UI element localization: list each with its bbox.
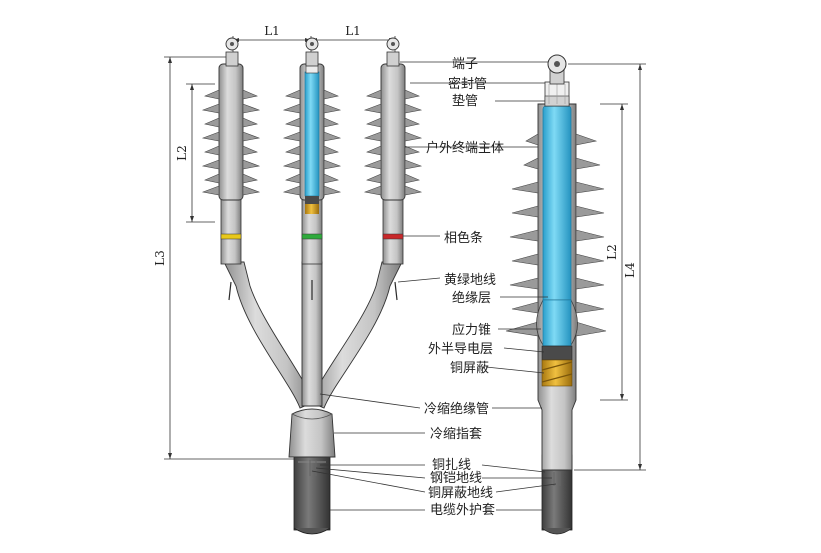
phase-center-termination: [282, 37, 342, 265]
dimension-l1-left: L1: [232, 24, 312, 52]
label-outdoor-body: 户外终端主体: [426, 140, 504, 156]
label-cold-shrink-tube: 冷缩绝缘管: [424, 401, 489, 417]
l2-right-label: L2: [605, 244, 619, 260]
l1-right-label: L1: [345, 24, 361, 38]
phase-left-termination: [201, 37, 261, 265]
label-outer-semicon: 外半导电层: [428, 342, 493, 357]
label-stress-cone: 应力锥: [452, 322, 491, 338]
sheds-right: [363, 89, 423, 196]
label-cable-jacket: 电缆外护套: [430, 502, 495, 518]
sheds-center: [282, 89, 342, 196]
label-phase-strip: 相色条: [444, 230, 483, 246]
label-insulation-layer: 绝缘层: [452, 290, 491, 306]
phase-right-termination: [363, 37, 423, 265]
label-terminal: 端子: [452, 57, 478, 72]
l4-label: L4: [623, 262, 637, 278]
label-yellow-green-ground: 黄绿地线: [444, 273, 496, 288]
copper-shield-band: [541, 359, 573, 387]
dimension-l2-right: L2: [600, 103, 628, 401]
label-gasket-tube: 垫管: [452, 93, 478, 109]
l2-left-label: L2: [175, 145, 189, 161]
branch-right: [309, 261, 403, 409]
semicon-center: [305, 196, 319, 204]
callout-leaders: [311, 61, 557, 511]
label-copper-shield-ground: 铜屏蔽地线: [428, 486, 493, 501]
copper-shield-center: [305, 204, 319, 214]
phase-strip-red: [382, 233, 404, 240]
label-seal-tube: 密封管: [448, 76, 487, 92]
cable-jacket-left: [293, 454, 331, 535]
three-core-termination: L1 L1 L2 L3: [153, 24, 423, 535]
label-cold-shrink-finger: 冷缩指套: [430, 426, 482, 442]
phase-strip-green: [301, 233, 323, 240]
dimension-l3: L3: [153, 56, 300, 460]
l1-left-label: L1: [264, 24, 280, 38]
dimension-l1-right: L1: [311, 24, 396, 52]
l3-label: L3: [153, 250, 167, 266]
phase-strip-yellow: [220, 233, 242, 240]
label-copper-shield: 铜屏蔽: [450, 361, 489, 376]
label-copper-binding-wire: 铜扎线: [432, 458, 471, 473]
cold-shrink-finger-left: [288, 408, 336, 458]
branch-center: [301, 261, 323, 407]
label-steel-armor-ground: 钢铠地线: [430, 470, 482, 486]
single-core-termination: L2 L4: [505, 54, 646, 535]
dimension-l4: L4: [568, 63, 646, 471]
dimension-l2-left: L2: [175, 83, 215, 223]
insulation-core-center: [304, 71, 320, 197]
outer-semicon-band: [541, 345, 573, 361]
callout-labels: 端子 密封管 垫管 户外终端主体 相色条 黄绿地线 绝缘层 应力锥 外半导电层 …: [424, 57, 504, 518]
branch-left: [223, 261, 315, 409]
sheds-single-core: [505, 133, 607, 337]
sheds-left: [201, 89, 261, 196]
